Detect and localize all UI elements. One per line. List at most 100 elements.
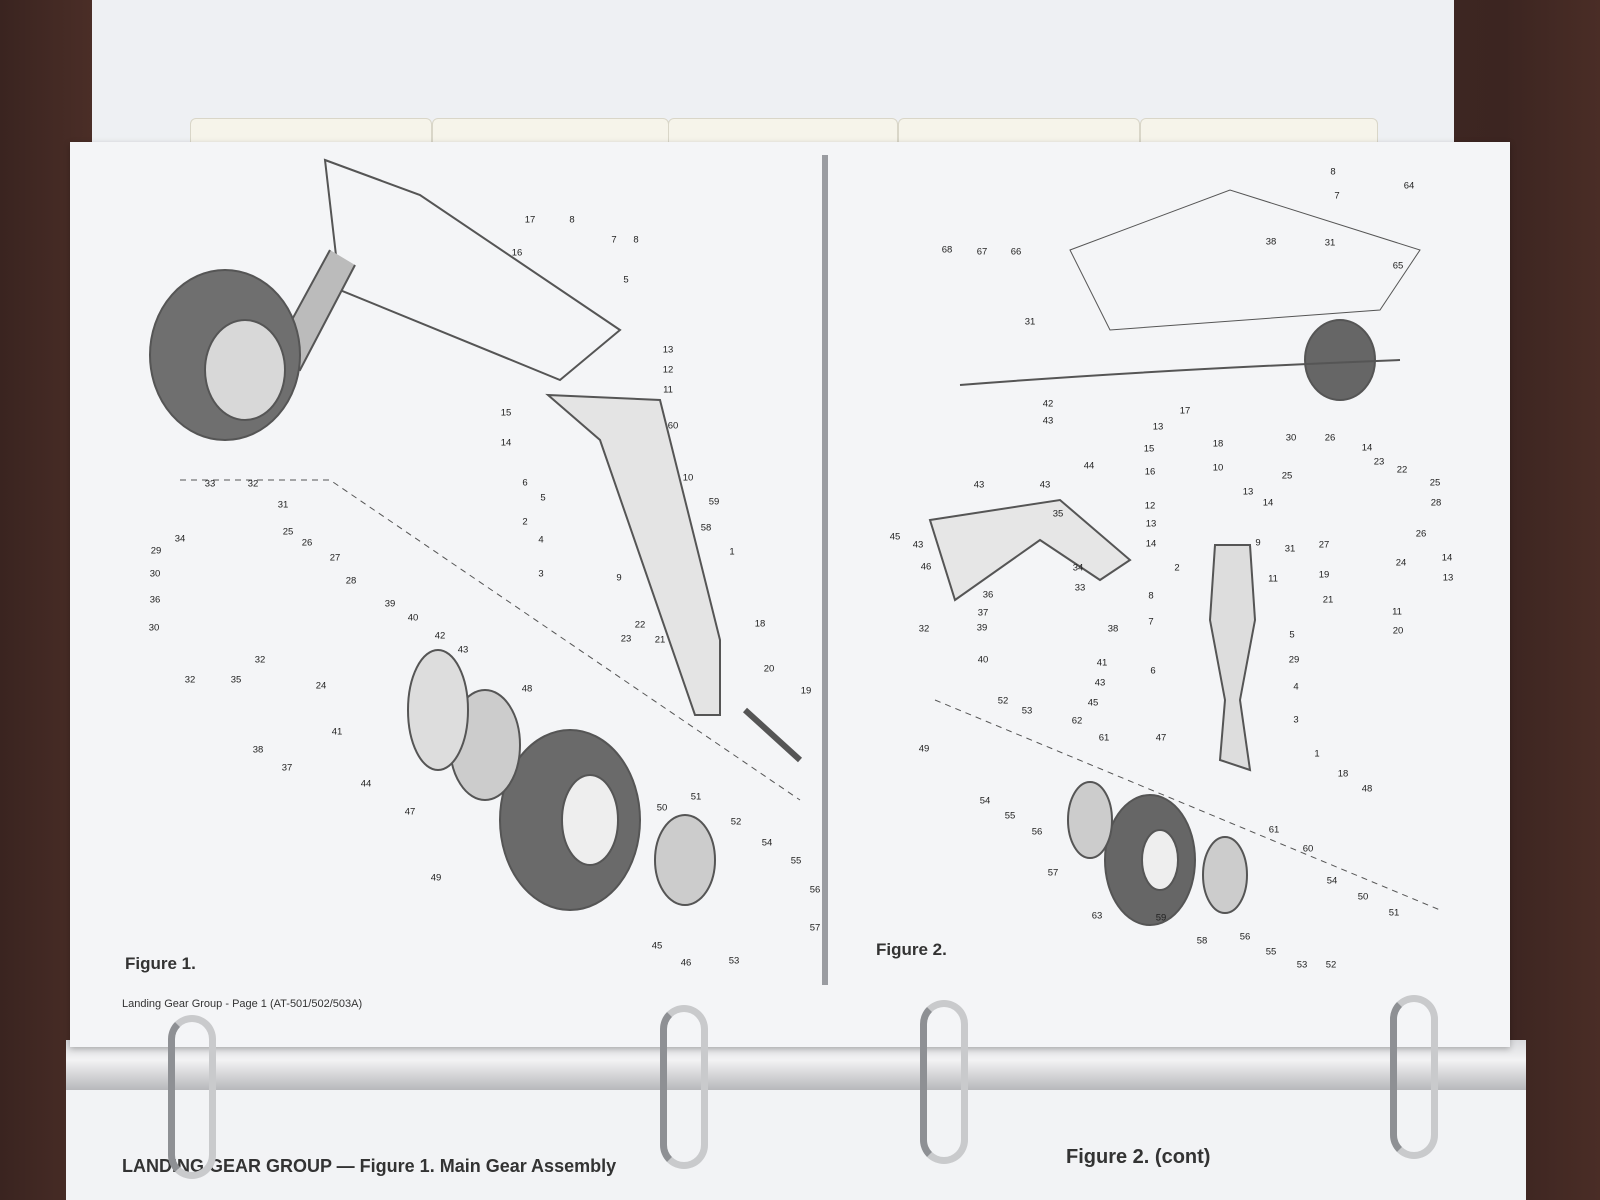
part-callout-number: 52 <box>997 695 1009 707</box>
part-callout-number: 21 <box>654 634 666 646</box>
part-callout-number: 46 <box>920 561 932 573</box>
part-callout-number: 18 <box>1337 768 1349 780</box>
part-callout-number: 14 <box>1441 552 1453 564</box>
part-callout-number: 48 <box>521 683 533 695</box>
part-callout-number: 8 <box>569 214 575 226</box>
part-callout-number: 33 <box>1074 582 1086 594</box>
part-callout-number: 4 <box>1293 681 1299 693</box>
part-callout-number: 15 <box>500 407 512 419</box>
part-callout-number: 45 <box>889 531 901 543</box>
part-callout-number: 38 <box>1265 236 1277 248</box>
main-gear-leg <box>545 393 721 716</box>
part-callout-number: 50 <box>656 802 668 814</box>
part-callout-number: 60 <box>667 420 679 432</box>
part-callout-number: 51 <box>690 791 702 803</box>
part-callout-number: 40 <box>407 612 419 624</box>
part-callout-number: 55 <box>1004 810 1016 822</box>
part-callout-number: 34 <box>174 533 186 545</box>
part-callout-number: 3 <box>1293 714 1299 726</box>
lower-page-figure-label: Figure 2. (cont) <box>1066 1146 1211 1168</box>
part-callout-number: 1 <box>729 546 735 558</box>
part-callout-number: 5 <box>623 274 629 286</box>
part-callout-number: 31 <box>1284 543 1296 555</box>
part-callout-number: 2 <box>522 516 528 528</box>
part-callout-number: 14 <box>1361 442 1373 454</box>
part-callout-number: 12 <box>662 364 674 376</box>
part-callout-number: 6 <box>1150 665 1156 677</box>
part-callout-number: 3 <box>538 568 544 580</box>
part-callout-number: 56 <box>1031 826 1043 838</box>
part-callout-number: 13 <box>1442 572 1454 584</box>
part-callout-number: 53 <box>1021 705 1033 717</box>
part-callout-number: 59 <box>708 496 720 508</box>
part-callout-number: 40 <box>977 654 989 666</box>
part-callout-number: 44 <box>360 778 372 790</box>
part-callout-number: 55 <box>1265 946 1277 958</box>
part-callout-number: 43 <box>973 479 985 491</box>
part-callout-number: 57 <box>1047 867 1059 879</box>
cross-tube <box>928 498 1132 602</box>
part-callout-number: 41 <box>1096 657 1108 669</box>
part-callout-number: 36 <box>149 594 161 606</box>
part-callout-number: 13 <box>1145 518 1157 530</box>
parts-catalog-page: Figure 1. Landing Gear Group - Page 1 (A… <box>70 142 1510 1047</box>
part-callout-number: 14 <box>1145 538 1157 550</box>
part-callout-number: 57 <box>809 922 821 934</box>
part-callout-number: 55 <box>790 855 802 867</box>
part-callout-number: 4 <box>538 534 544 546</box>
part-callout-number: 54 <box>761 837 773 849</box>
part-callout-number: 37 <box>977 607 989 619</box>
part-callout-number: 6 <box>522 477 528 489</box>
part-callout-number: 20 <box>1392 625 1404 637</box>
part-callout-number: 15 <box>1143 443 1155 455</box>
part-callout-number: 48 <box>1361 783 1373 795</box>
part-callout-number: 13 <box>662 344 674 356</box>
part-callout-number: 52 <box>730 816 742 828</box>
part-callout-number: 29 <box>1288 654 1300 666</box>
part-callout-number: 35 <box>1052 508 1064 520</box>
part-callout-number: 34 <box>1072 562 1084 574</box>
part-callout-number: 26 <box>1415 528 1427 540</box>
part-callout-number: 43 <box>1094 677 1106 689</box>
part-callout-number: 23 <box>1373 456 1385 468</box>
part-callout-number: 35 <box>230 674 242 686</box>
part-callout-number: 19 <box>800 685 812 697</box>
part-callout-number: 56 <box>809 884 821 896</box>
part-callout-number: 16 <box>1144 466 1156 478</box>
part-callout-number: 64 <box>1403 180 1415 192</box>
part-callout-number: 54 <box>1326 875 1338 887</box>
part-callout-number: 30 <box>149 568 161 580</box>
part-callout-number: 11 <box>1268 573 1278 585</box>
part-callout-number: 5 <box>1289 629 1295 641</box>
part-callout-number: 61 <box>1098 732 1110 744</box>
tire-icon <box>1304 319 1376 401</box>
part-callout-number: 39 <box>976 622 988 634</box>
part-callout-number: 5 <box>540 492 546 504</box>
exploded-diagram <box>149 158 1441 926</box>
part-callout-number: 12 <box>1144 500 1156 512</box>
part-callout-number: 32 <box>254 654 266 666</box>
part-callout-number: 31 <box>277 499 289 511</box>
part-callout-number: 32 <box>918 623 930 635</box>
part-callout-number: 36 <box>982 589 994 601</box>
part-callout-number: 10 <box>1212 462 1224 474</box>
part-callout-number: 25 <box>1281 470 1293 482</box>
part-callout-number: 61 <box>1268 824 1280 836</box>
part-callout-number: 56 <box>1239 931 1251 943</box>
part-callout-number: 11 <box>663 384 673 396</box>
part-callout-number: 45 <box>1087 697 1099 709</box>
part-callout-number: 18 <box>754 618 766 630</box>
section-bracket <box>959 359 1401 386</box>
part-callout-number: 28 <box>1430 497 1442 509</box>
part-callout-number: 25 <box>282 526 294 538</box>
part-callout-number: 37 <box>281 762 293 774</box>
part-callout-number: 53 <box>1296 959 1308 971</box>
part-callout-number: 27 <box>329 552 341 564</box>
part-callout-number: 24 <box>1395 557 1407 569</box>
part-callout-number: 49 <box>918 743 930 755</box>
part-callout-number: 51 <box>1388 907 1400 919</box>
part-callout-number: 47 <box>404 806 416 818</box>
part-callout-number: 14 <box>500 437 512 449</box>
part-callout-number: 17 <box>524 214 536 226</box>
figure-1-label: Figure 1. <box>125 954 196 973</box>
